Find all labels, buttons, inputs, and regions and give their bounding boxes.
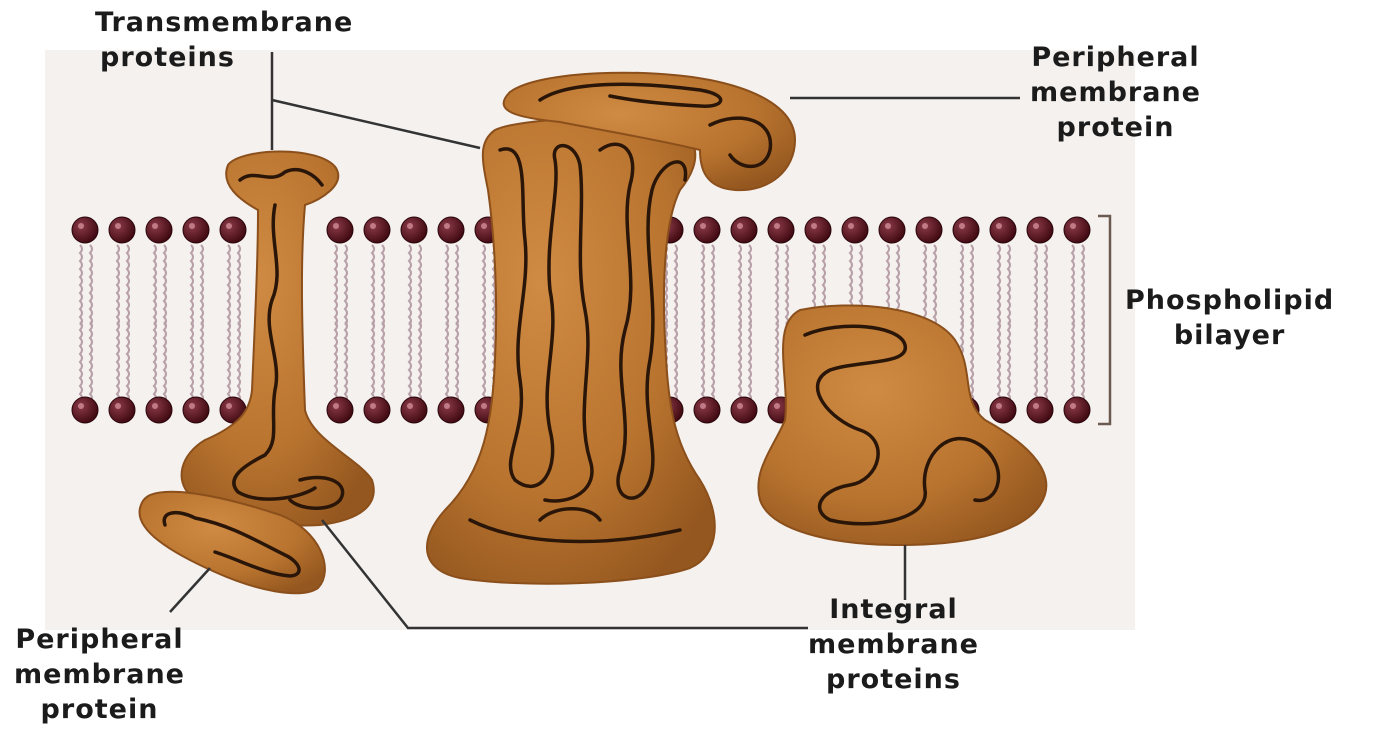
head-highlight xyxy=(226,223,232,229)
phospholipid-head xyxy=(805,217,831,243)
phospholipid-head xyxy=(731,397,757,423)
head-highlight xyxy=(811,223,817,229)
phospholipid-head xyxy=(916,217,942,243)
phospholipid-head xyxy=(401,397,427,423)
head-highlight xyxy=(1070,223,1076,229)
phospholipid-head xyxy=(842,217,868,243)
phospholipid-head xyxy=(1027,397,1053,423)
head-highlight xyxy=(737,403,743,409)
phospholipid-head xyxy=(146,217,172,243)
phospholipid-head xyxy=(990,217,1016,243)
head-highlight xyxy=(1070,403,1076,409)
phospholipid-head xyxy=(768,217,794,243)
label-line: Peripheral xyxy=(14,622,185,657)
phospholipid-head xyxy=(438,217,464,243)
head-highlight xyxy=(481,223,487,229)
label-line: proteins xyxy=(95,40,353,75)
phospholipid-head xyxy=(694,397,720,423)
label-line: protein xyxy=(1030,110,1201,145)
phospholipid-head xyxy=(694,217,720,243)
phospholipid-head xyxy=(953,217,979,243)
head-highlight xyxy=(407,403,413,409)
head-highlight xyxy=(333,403,339,409)
label-line: bilayer xyxy=(1125,318,1334,353)
phospholipid-head xyxy=(109,217,135,243)
head-highlight xyxy=(481,403,487,409)
head-highlight xyxy=(737,223,743,229)
label-peripheral-membrane-protein-bottom: Peripheral membrane protein xyxy=(14,622,185,727)
head-highlight xyxy=(370,403,376,409)
phospholipid-head xyxy=(401,217,427,243)
label-line: membrane xyxy=(808,627,979,662)
head-highlight xyxy=(700,223,706,229)
phospholipid-head xyxy=(731,217,757,243)
phospholipid-head xyxy=(183,397,209,423)
head-highlight xyxy=(700,403,706,409)
phospholipid-head xyxy=(183,217,209,243)
label-line: protein xyxy=(14,692,185,727)
phospholipid-head xyxy=(327,397,353,423)
head-highlight xyxy=(115,403,121,409)
head-highlight xyxy=(189,223,195,229)
phospholipid-head xyxy=(438,397,464,423)
head-highlight xyxy=(848,223,854,229)
head-highlight xyxy=(407,223,413,229)
phospholipid-head xyxy=(879,217,905,243)
label-line: Phospholipid xyxy=(1125,283,1334,318)
head-highlight xyxy=(115,223,121,229)
head-highlight xyxy=(1033,223,1039,229)
label-phospholipid-bilayer: Phospholipid bilayer xyxy=(1125,283,1334,353)
label-line: membrane xyxy=(14,657,185,692)
phospholipid-head xyxy=(1064,397,1090,423)
head-highlight xyxy=(444,403,450,409)
label-line: Transmembrane xyxy=(95,5,353,40)
head-highlight xyxy=(333,223,339,229)
label-line: Integral xyxy=(808,592,979,627)
phospholipid-head xyxy=(220,217,246,243)
head-highlight xyxy=(189,403,195,409)
phospholipid-head xyxy=(146,397,172,423)
phospholipid-head xyxy=(72,397,98,423)
head-highlight xyxy=(774,403,780,409)
head-highlight xyxy=(959,223,965,229)
phospholipid-head xyxy=(990,397,1016,423)
phospholipid-head xyxy=(364,397,390,423)
label-line: Peripheral xyxy=(1030,40,1201,75)
label-transmembrane-proteins: Transmembrane proteins xyxy=(95,5,353,75)
head-highlight xyxy=(226,403,232,409)
phospholipid-head xyxy=(327,217,353,243)
label-line: proteins xyxy=(808,662,979,697)
head-highlight xyxy=(152,403,158,409)
phospholipid-head xyxy=(72,217,98,243)
head-highlight xyxy=(78,223,84,229)
label-line: membrane xyxy=(1030,75,1201,110)
label-peripheral-membrane-protein-top: Peripheral membrane protein xyxy=(1030,40,1201,145)
head-highlight xyxy=(922,223,928,229)
phospholipid-head xyxy=(1027,217,1053,243)
head-highlight xyxy=(996,223,1002,229)
head-highlight xyxy=(370,223,376,229)
head-highlight xyxy=(885,223,891,229)
head-highlight xyxy=(1033,403,1039,409)
head-highlight xyxy=(996,403,1002,409)
phospholipid-head xyxy=(1064,217,1090,243)
phospholipid-head xyxy=(364,217,390,243)
head-highlight xyxy=(774,223,780,229)
head-highlight xyxy=(444,223,450,229)
head-highlight xyxy=(78,403,84,409)
phospholipid-head xyxy=(109,397,135,423)
label-integral-membrane-proteins: Integral membrane proteins xyxy=(808,592,979,697)
head-highlight xyxy=(152,223,158,229)
